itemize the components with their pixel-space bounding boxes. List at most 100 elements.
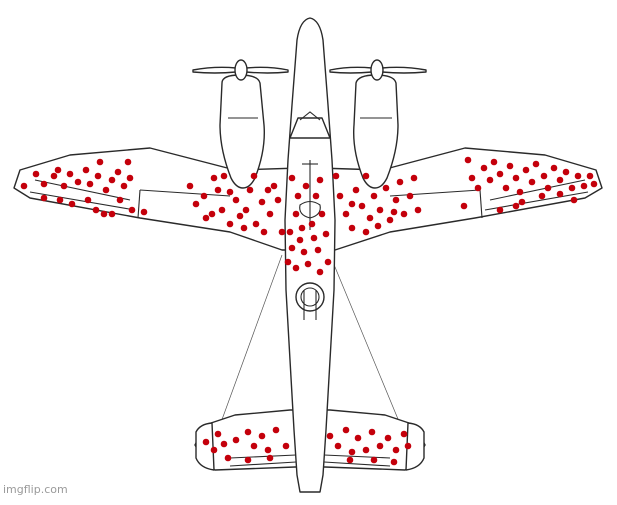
- bullet-hole-dot: [414, 206, 422, 214]
- bullet-hole-dot: [390, 208, 398, 216]
- bullet-hole-dot: [260, 228, 268, 236]
- bullet-hole-dot: [96, 158, 104, 166]
- bullet-hole-dot: [300, 248, 308, 256]
- bullet-hole-dot: [244, 428, 252, 436]
- bullet-hole-dot: [232, 436, 240, 444]
- bullet-hole-dot: [410, 174, 418, 182]
- bullet-hole-dot: [570, 196, 578, 204]
- watermark: imgflip.com: [3, 483, 68, 496]
- bullet-hole-dot: [506, 162, 514, 170]
- bullet-hole-dot: [126, 174, 134, 182]
- bullet-hole-dot: [92, 206, 100, 214]
- bullet-hole-dot: [366, 214, 374, 222]
- bullet-hole-dot: [124, 158, 132, 166]
- bullet-hole-dot: [522, 166, 530, 174]
- bullet-hole-dot: [370, 192, 378, 200]
- bullet-hole-dot: [586, 172, 594, 180]
- bullet-hole-dot: [56, 196, 64, 204]
- bullet-hole-dot: [288, 174, 296, 182]
- right-propeller: [329, 59, 427, 81]
- bullet-hole-dot: [516, 188, 524, 196]
- bullet-hole-dot: [120, 182, 128, 190]
- bullet-hole-dot: [108, 176, 116, 184]
- bullet-hole-dot: [556, 176, 564, 184]
- bullet-hole-dot: [232, 196, 240, 204]
- bullet-hole-dot: [32, 170, 40, 178]
- bullet-hole-dot: [250, 442, 258, 450]
- bullet-hole-dot: [518, 198, 526, 206]
- bullet-hole-dot: [348, 448, 356, 456]
- bullet-hole-dot: [332, 172, 340, 180]
- bullet-hole-dot: [286, 228, 294, 236]
- bullet-hole-dot: [68, 200, 76, 208]
- bullet-hole-dot: [390, 458, 398, 466]
- bullet-hole-dot: [354, 434, 362, 442]
- bullet-hole-dot: [358, 202, 366, 210]
- bullet-hole-dot: [376, 206, 384, 214]
- bullet-hole-dot: [336, 192, 344, 200]
- bullet-hole-dot: [94, 172, 102, 180]
- bullet-hole-dot: [266, 210, 274, 218]
- bullet-hole-layer: [20, 156, 598, 466]
- bullet-hole-dot: [288, 244, 296, 252]
- bullet-hole-dot: [362, 228, 370, 236]
- bullet-hole-dot: [40, 180, 48, 188]
- bullet-hole-dot: [556, 190, 564, 198]
- bullet-hole-dot: [100, 210, 108, 218]
- bullet-hole-dot: [352, 186, 360, 194]
- bullet-hole-dot: [460, 202, 468, 210]
- bullet-hole-dot: [496, 170, 504, 178]
- bullet-hole-dot: [308, 220, 316, 228]
- bullet-hole-dot: [392, 196, 400, 204]
- bullet-hole-dot: [362, 172, 370, 180]
- bullet-hole-dot: [304, 260, 312, 268]
- bullet-hole-dot: [210, 174, 218, 182]
- bullet-hole-dot: [396, 178, 404, 186]
- bullet-hole-dot: [86, 180, 94, 188]
- bullet-hole-dot: [236, 212, 244, 220]
- bullet-hole-dot: [210, 446, 218, 454]
- bullet-hole-dot: [244, 456, 252, 464]
- bullet-hole-dot: [246, 186, 254, 194]
- bullet-hole-dot: [314, 246, 322, 254]
- bullet-hole-dot: [384, 434, 392, 442]
- bullet-hole-dot: [464, 156, 472, 164]
- bullet-hole-dot: [326, 432, 334, 440]
- bullet-hole-dot: [302, 182, 310, 190]
- bullet-hole-dot: [140, 208, 148, 216]
- bullet-hole-dot: [294, 192, 302, 200]
- bullet-hole-dot: [590, 180, 598, 188]
- bullet-hole-dot: [242, 206, 250, 214]
- bullet-hole-dot: [568, 184, 576, 192]
- bullet-hole-dot: [322, 230, 330, 238]
- bullet-hole-dot: [200, 192, 208, 200]
- bullet-hole-dot: [272, 426, 280, 434]
- bullet-hole-dot: [368, 428, 376, 436]
- bullet-hole-dot: [66, 170, 74, 178]
- bullet-hole-dot: [284, 258, 292, 266]
- bullet-hole-dot: [480, 164, 488, 172]
- bullet-hole-dot: [250, 172, 258, 180]
- bullet-hole-dot: [386, 216, 394, 224]
- bullet-hole-dot: [214, 186, 222, 194]
- bullet-hole-dot: [54, 166, 62, 174]
- bullet-hole-dot: [490, 158, 498, 166]
- bullet-hole-dot: [282, 442, 290, 450]
- bullet-hole-dot: [102, 186, 110, 194]
- bullet-hole-dot: [274, 196, 282, 204]
- bullet-hole-dot: [538, 192, 546, 200]
- bullet-hole-dot: [324, 258, 332, 266]
- bullet-hole-dot: [270, 182, 278, 190]
- bullet-hole-dot: [574, 172, 582, 180]
- bullet-hole-dot: [346, 456, 354, 464]
- gun-turret: [295, 282, 325, 312]
- bullet-hole-dot: [264, 446, 272, 454]
- bullet-hole-dot: [502, 184, 510, 192]
- bullet-hole-dot: [240, 224, 248, 232]
- bullet-hole-dot: [334, 442, 342, 450]
- bullet-hole-dot: [292, 210, 300, 218]
- bullet-hole-dot: [362, 446, 370, 454]
- bullet-hole-dot: [342, 426, 350, 434]
- bullet-hole-dot: [342, 210, 350, 218]
